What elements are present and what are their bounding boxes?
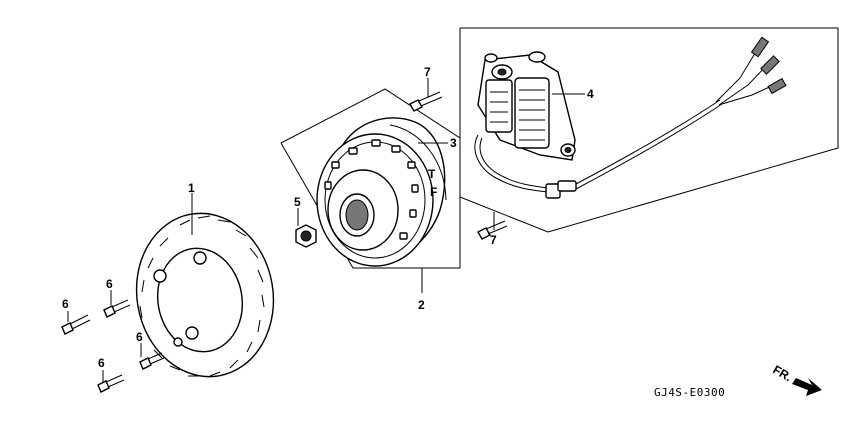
callout-3: 3 — [450, 136, 457, 150]
bolt-6-a — [61, 314, 91, 335]
rotor-mark-t: T — [428, 167, 436, 181]
flywheel-rotor — [316, 117, 447, 267]
bolt-7-top — [409, 91, 443, 112]
callout-6a: 6 — [62, 297, 69, 311]
figure-code: GJ4S-E0300 — [654, 386, 725, 399]
bolt-6-c — [139, 352, 165, 370]
callout-6d: 6 — [98, 356, 105, 370]
callout-7-right: 7 — [490, 233, 497, 247]
bolt-6-b — [103, 299, 131, 318]
front-label: FR. — [771, 362, 795, 384]
wire-harness — [545, 36, 787, 199]
cooling-fan — [135, 212, 275, 378]
callout-4: 4 — [587, 87, 594, 101]
pulser-coil — [474, 51, 576, 193]
flange-nut — [295, 224, 317, 248]
callout-7-top: 7 — [424, 65, 431, 79]
bolt-7-right — [477, 220, 508, 240]
rotor-mark-f: F — [430, 185, 437, 199]
front-direction-indicator: FR. — [771, 362, 822, 396]
front-arrow-icon — [792, 378, 822, 396]
leader-lines — [67, 78, 585, 382]
callout-2: 2 — [418, 298, 425, 312]
callout-6b: 6 — [106, 277, 113, 291]
callout-6c: 6 — [136, 330, 143, 344]
callout-5: 5 — [294, 195, 301, 209]
bolt-6-d — [97, 374, 125, 393]
callout-1: 1 — [188, 181, 195, 195]
